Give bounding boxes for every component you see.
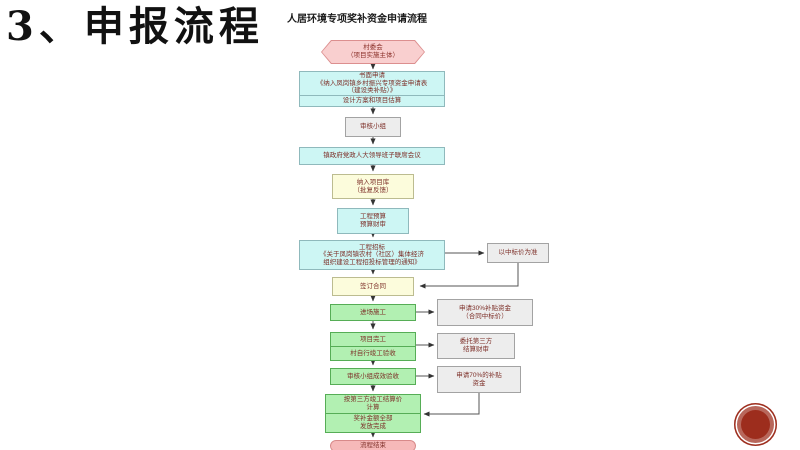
label-line: 按第三方竣工结算价 (343, 396, 403, 404)
completion-bottom: 村自行竣工验收 (331, 346, 415, 360)
flow-node-apply-70-percent: 申请70%的补贴 资金 (437, 366, 521, 393)
flow-node-acceptance: 审核小组成效验收 (330, 368, 416, 385)
label-line: 申请70%的补贴 (456, 371, 502, 379)
label-line: 计算 (366, 404, 380, 411)
flow-node-sign-contract: 签订合同 (332, 277, 414, 296)
label-line: 镇政府党政人大领导班子联席会议 (323, 152, 421, 160)
label-line: 项目完工 (360, 335, 386, 343)
label-line: 申请30%补贴资金 (458, 304, 511, 312)
label-line: 工程预算 (360, 213, 386, 221)
written-application-sub: 设计方案和项目估算 (300, 94, 444, 106)
flow-node-bid-price-note: 以中标价为准 (487, 243, 549, 263)
label-line: 村委会 (363, 44, 383, 52)
red-seal-icon (734, 403, 777, 446)
label-line: 资金 (472, 379, 486, 387)
label-line: 工程招标 (359, 243, 385, 251)
label-line: 委托第三方 (459, 338, 493, 346)
diagram-title: 人居环境专项奖补资金申请流程 (287, 14, 427, 25)
final-settlement-bottom: 奖补金额全部 发放完成 (326, 413, 420, 432)
flow-node-third-party-audit: 委托第三方 结算财审 (437, 333, 515, 359)
label-line: 《关于凤岗镇农村（社区）集体经济 (320, 251, 424, 259)
label-line: 预算财审 (360, 221, 386, 228)
flow-node-bidding: 工程招标 《关于凤岗镇农村（社区）集体经济 组织建设工程招投标管理的通知》 (299, 240, 445, 270)
flow-node-joint-meeting: 镇政府党政人大领导班子联席会议 (299, 147, 445, 165)
label-line: 书面申请 (359, 72, 385, 79)
label-line: 《纳入凤岗镇乡村振兴专项资金申请表 (316, 79, 428, 87)
flow-node-village-committee: 村委会 （项目实施主体） (321, 40, 425, 64)
flow-node-apply-30-percent: 申请30%补贴资金 （合同中标价） (437, 299, 533, 326)
label-line: （项目实施主体） (347, 52, 399, 59)
label-line: 村自行竣工验收 (350, 349, 396, 357)
label-line: 审核小组成效验收 (347, 372, 399, 380)
hexagon-start-shape: 村委会 （项目实施主体） (322, 41, 424, 63)
label-line: 奖补金额全部 (353, 415, 393, 423)
label-line: 结算财审 (463, 346, 489, 353)
label-line: 签订合同 (360, 282, 386, 290)
flow-node-project-library: 纳入项目库 （批复反馈） (332, 174, 414, 199)
label-line: 进场施工 (360, 308, 386, 316)
label-line: 发放完成 (360, 423, 386, 430)
label-line: 纳入项目库 (356, 178, 390, 186)
flow-node-review-group: 审核小组 (345, 117, 401, 137)
label-line: （合同中标价） (462, 312, 508, 320)
label-line: （批复反馈） (353, 186, 393, 194)
written-application-main: 书面申请 《纳入凤岗镇乡村振兴专项资金申请表 （建设类补贴）》 (300, 72, 444, 95)
label-line: 组织建设工程招投标管理的通知》 (323, 258, 421, 266)
final-settlement-top: 按第三方竣工结算价 计算 (326, 395, 420, 413)
label-line: （建设类补贴）》 (347, 87, 397, 95)
page-title: 3、申报流程 (6, 3, 264, 50)
label-line: 审核小组 (360, 123, 386, 131)
flow-node-written-application: 书面申请 《纳入凤岗镇乡村振兴专项资金申请表 （建设类补贴）》 设计方案和项目估… (299, 71, 445, 107)
flow-node-final-settlement: 按第三方竣工结算价 计算 奖补金额全部 发放完成 (325, 394, 421, 433)
flow-node-completion: 项目完工 村自行竣工验收 (330, 332, 416, 361)
flow-node-construction: 进场施工 (330, 304, 416, 321)
label-line: 流程结束 (360, 442, 386, 450)
flow-node-end: 流程结束 (330, 440, 416, 450)
label-line: 以中标价为准 (498, 249, 538, 257)
label-line: 设计方案和项目估算 (342, 97, 402, 105)
flow-node-budget-audit: 工程预算 预算财审 (337, 208, 409, 234)
completion-top: 项目完工 (331, 333, 415, 346)
